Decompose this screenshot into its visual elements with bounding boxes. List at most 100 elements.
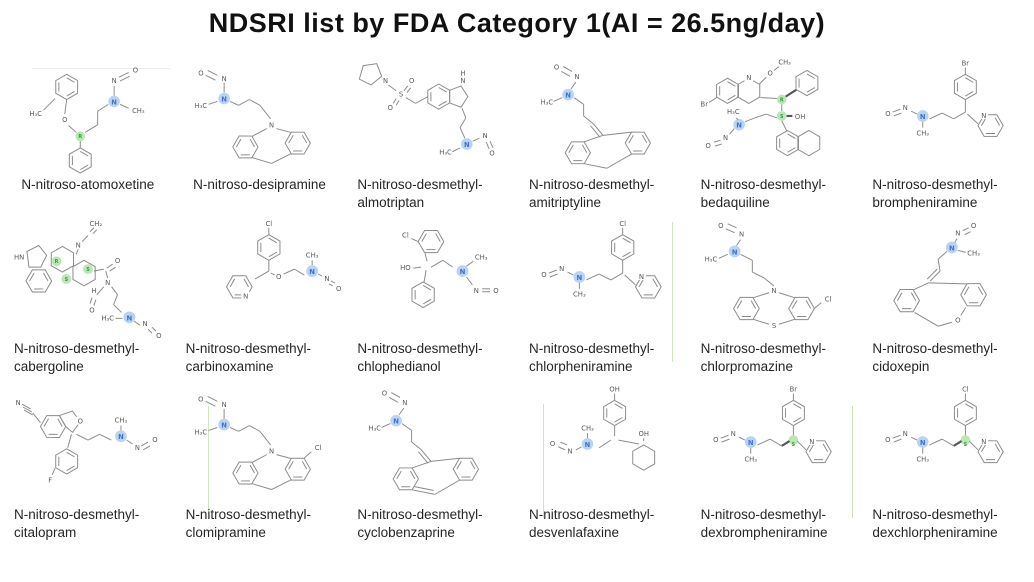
compound-cell: O N N H₃C N N-nitroso-desipramine (174, 54, 346, 214)
compound-label: N-nitroso-desmethyl-bedaquiline (700, 177, 826, 210)
atom-label: H₃C (195, 102, 208, 110)
atom-label: Cl (402, 232, 409, 240)
compound-label: N-nitroso-desmethyl-chlorpromazine (700, 341, 826, 374)
divider-line (852, 406, 853, 518)
structure-cabergoline: CH₂ N HN R S S O N H O (14, 220, 162, 340)
atom-label: N (483, 132, 488, 140)
atom-label: Br (962, 60, 970, 68)
atom-label: H₃C (369, 424, 382, 432)
compound-cell: Cl S N N CH₃ N O N-nitroso-desmethyl-dex… (860, 380, 1032, 552)
atom-label: H₃C (29, 110, 42, 118)
atom-label: Cl (619, 220, 626, 228)
atom-label: N (559, 265, 564, 273)
compound-label: N-nitroso-desipramine (193, 177, 326, 192)
atom-label: H (461, 69, 466, 77)
atom-label: N (461, 77, 466, 85)
atom-label: N (981, 112, 986, 120)
atom-label: N (739, 231, 744, 239)
structure-cyclobenzaprine: O N N H₃C (369, 390, 483, 496)
compound-cell: Cl N N CH₃ N O N-nitroso-desmethyl-chlor… (517, 214, 689, 380)
structure-almotriptan: N S O O H N N H₃C N O (358, 63, 495, 158)
compound-label: N-nitroso-desmethyl-clomipramine (185, 507, 311, 540)
atom-label: O (493, 287, 499, 295)
atom-label: N (222, 75, 227, 83)
atom-label: O (156, 332, 162, 340)
compound-cell: Br N O CH₃ R S OH H₃C N N O (689, 54, 861, 214)
compound-label: N-nitroso-desmethyl-brompheniramine (872, 177, 998, 210)
structure-dexbrompheniramine: Br S N N CH₃ N O (714, 386, 836, 469)
atom-label: N (731, 430, 736, 438)
atom-label: F (48, 477, 52, 485)
compound-label: N-nitroso-desmethyl-dexchlorpheniramine (872, 507, 998, 540)
compound-cell: Br N N CH₃ N O N-nitroso-desmethyl-bromp… (860, 54, 1032, 214)
atom-label: N (118, 433, 124, 441)
compound-cell: Cl HO N CH₃ N O N-nitroso-desmethyl-chlo… (345, 214, 517, 380)
compound-cell: O N N H₃C N S Cl N-nitroso-desmethyl-chl… (689, 214, 861, 380)
stereo-label: R (78, 134, 82, 140)
structure-clomipramine: O N N H₃C N Cl (195, 395, 322, 490)
structure-desipramine: O N N H₃C N (195, 69, 315, 164)
atom-label: N (747, 74, 752, 82)
atom-label: S (772, 322, 776, 330)
stereo-label: S (780, 114, 784, 120)
atom-label: O (768, 69, 773, 77)
atom-label: N (111, 98, 117, 106)
atom-label: N (105, 279, 110, 287)
atom-label: N (270, 448, 275, 456)
atom-label: O (719, 222, 725, 230)
atom-label: H (91, 287, 96, 295)
atom-label: O (77, 418, 82, 426)
atom-label: O (152, 436, 157, 444)
structure-desvenlafaxine: OH OH N CH₃ N O (550, 386, 655, 471)
atom-label: N (920, 439, 926, 447)
compound-cell: Cl N O N CH₃ N O N-nitroso-desmethyl-car… (174, 214, 346, 380)
atom-label: N (244, 293, 249, 301)
atom-label: O (89, 306, 95, 314)
structure-dexchlorpheniramine: Cl S N N CH₃ N O (885, 386, 1008, 469)
atom-label: CH₃ (132, 107, 145, 115)
structure-cidoxepin: N O N CH₃ O (890, 222, 991, 327)
atom-label: O (885, 436, 890, 444)
atom-label: H₃C (728, 108, 741, 116)
atom-label: N (310, 268, 316, 276)
atom-label: Cl (962, 386, 969, 394)
atom-label: H₃C (101, 314, 114, 322)
divider-line (32, 68, 170, 69)
structure-brompheniramine: Br N N CH₃ N O (885, 60, 1007, 143)
compound-cell: Br S N N CH₃ N O N-nitroso-desmethyl-dex… (689, 380, 861, 552)
atom-label: N (270, 122, 275, 130)
compound-label: N-nitroso-desmethyl-cabergoline (14, 341, 140, 374)
atom-label: O (199, 395, 204, 403)
atom-label: N (981, 438, 986, 446)
compound-label: N-nitroso-desmethyl-citalopram (14, 507, 140, 540)
stereo-label: S (64, 277, 68, 283)
structure-chlophedianol: Cl HO N CH₃ N O (400, 224, 499, 309)
atom-label: N (574, 73, 579, 81)
compound-label: N-nitroso-desmethyl-carbinoxamine (185, 341, 311, 374)
atom-label: O (115, 257, 121, 265)
atom-label: H₃C (540, 98, 553, 106)
compound-label: N-nitroso-desmethyl-almotriptan (357, 177, 483, 210)
stereo-label: S (964, 442, 968, 448)
stereo-label: S (792, 442, 796, 448)
atom-label: N (16, 399, 21, 407)
atom-label: HN (14, 253, 24, 261)
atom-label: OH (609, 386, 619, 394)
atom-label: Br (790, 386, 798, 394)
atom-label: N (142, 320, 147, 328)
atom-label: CH₃ (967, 249, 980, 257)
atom-label: N (949, 244, 955, 252)
atom-label: O (714, 436, 719, 444)
atom-label: CH₃ (475, 253, 488, 261)
atom-label: N (772, 287, 777, 295)
atom-label: CH₃ (745, 455, 758, 463)
compound-cell: O N N H₃C N-nitroso-desmethyl-cyclobenza… (345, 380, 517, 552)
atom-label: O (276, 273, 282, 281)
structure-amitriptyline: O N N H₃C (540, 63, 654, 170)
atom-label: N (464, 141, 470, 149)
compound-grid: H₃C O R N CH₃ N O N-nitroso-atomoxetine … (2, 54, 1032, 552)
atom-label: Cl (825, 296, 832, 304)
atom-label: HO (400, 264, 411, 272)
atom-label: Br (701, 100, 709, 108)
atom-label: N (955, 230, 960, 238)
